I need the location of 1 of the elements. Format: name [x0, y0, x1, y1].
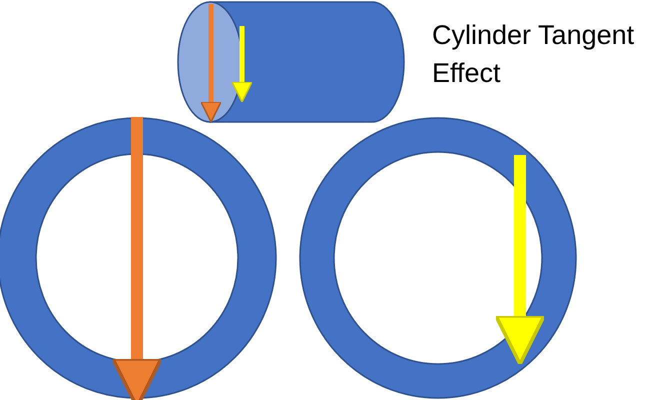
title: Cylinder Tangent Effect	[432, 19, 636, 90]
